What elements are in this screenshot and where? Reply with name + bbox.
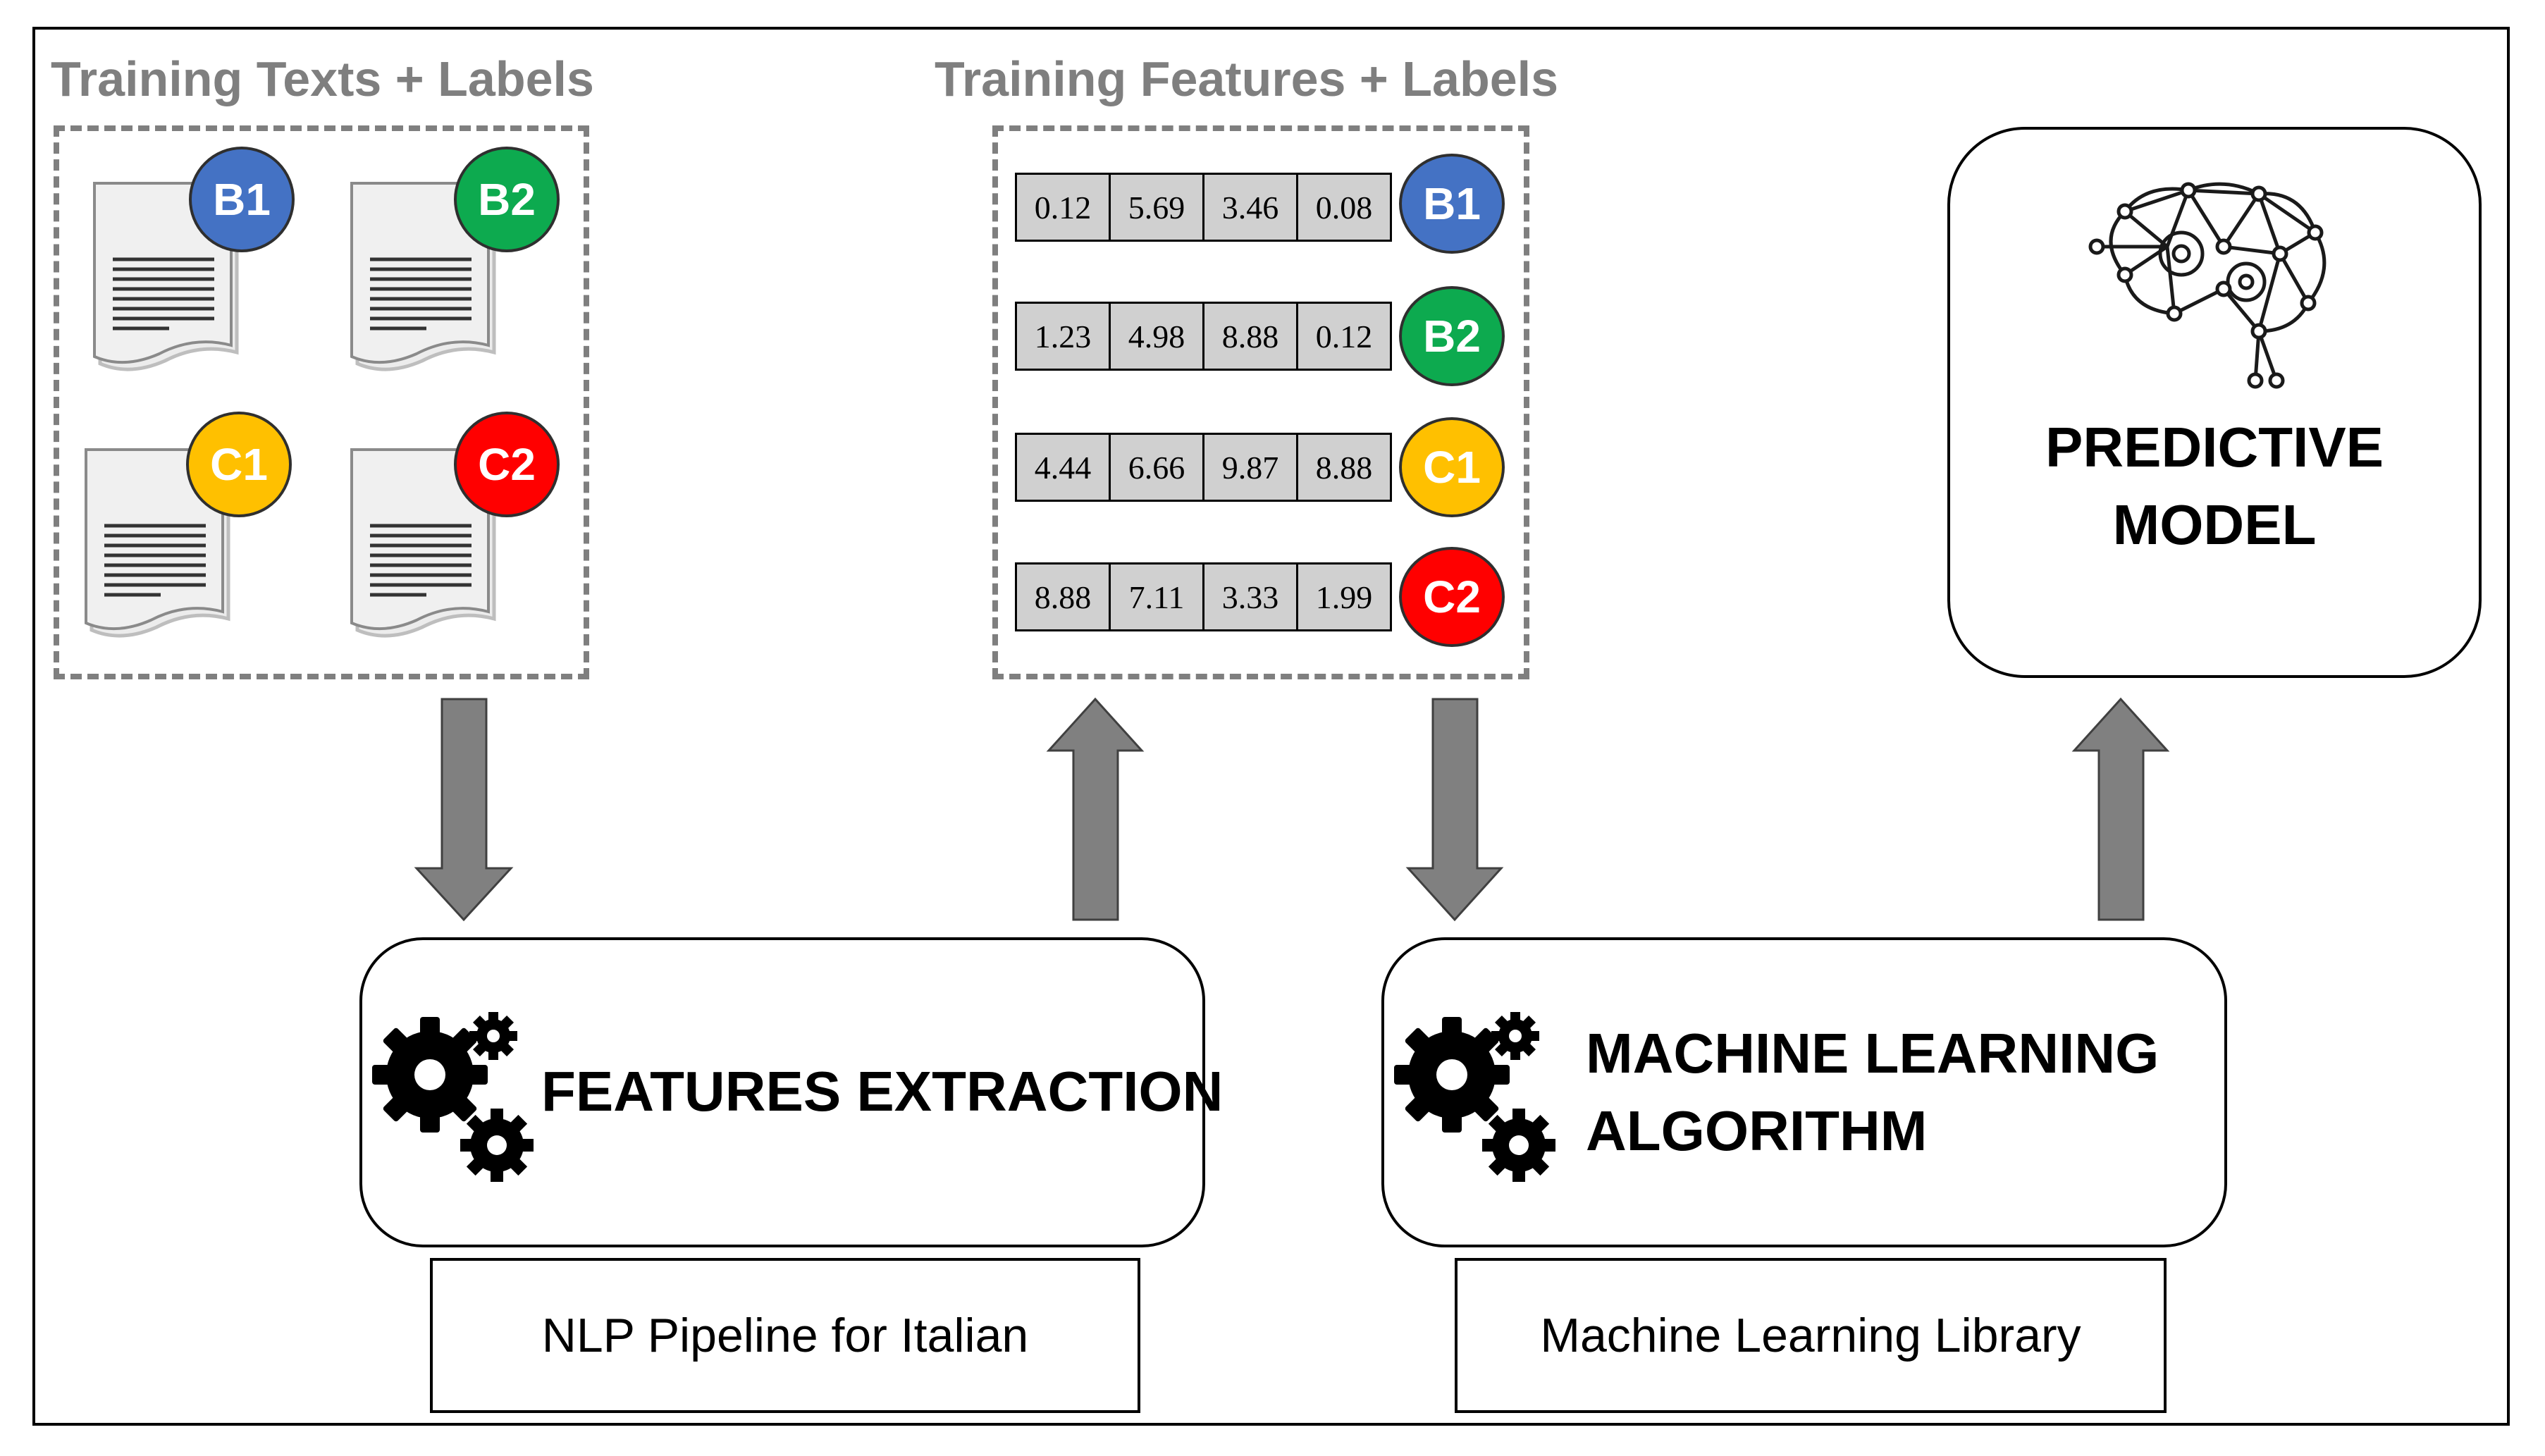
- predictive-model-line1: PREDICTIVE: [2045, 416, 2384, 479]
- feature-label-badge-c2: C2: [1399, 547, 1505, 647]
- document-icon: [85, 448, 230, 638]
- label-badge-c2: C2: [454, 412, 560, 517]
- feature-vector-b2: 1.23 4.98 8.88 0.12: [1015, 302, 1392, 371]
- ml-algorithm-line1: MACHINE LEARNING: [1586, 1022, 2159, 1085]
- arrow-features-to-algorithm: [1405, 698, 1504, 922]
- feature-value: 9.87: [1204, 435, 1298, 500]
- document-icon: [350, 448, 496, 638]
- document-c2: [349, 448, 497, 638]
- feature-label-badge-c1: C1: [1399, 417, 1505, 517]
- feature-value: 1.23: [1017, 304, 1111, 369]
- predictive-model-box: [1947, 127, 2482, 678]
- label-badge-b2: B2: [454, 147, 560, 252]
- ml-algorithm-label: MACHINE LEARNING ALGORITHM: [1586, 1015, 2159, 1170]
- document-b2: [349, 182, 497, 372]
- feature-value: 7.11: [1111, 564, 1204, 629]
- feature-value: 4.98: [1111, 304, 1204, 369]
- features-group-title: Training Features + Labels: [935, 51, 1559, 106]
- feature-value: 5.69: [1111, 175, 1204, 240]
- feature-value: 4.44: [1017, 435, 1111, 500]
- feature-value: 0.08: [1315, 189, 1373, 226]
- nlp-pipeline-library: NLP Pipeline for Italian: [430, 1258, 1140, 1413]
- feature-value: 6.66: [1111, 435, 1204, 500]
- diagram-frame: [32, 27, 2510, 1426]
- feature-value: 8.88: [1315, 449, 1373, 486]
- arrow-extraction-to-features: [1046, 697, 1145, 921]
- brain-gears-icon: [2088, 182, 2327, 389]
- label-badge-c1: C1: [186, 412, 292, 517]
- feature-value: 3.46: [1204, 175, 1298, 240]
- texts-group-box: [54, 125, 589, 679]
- feature-vector-b1: 0.12 5.69 3.46 0.08: [1015, 173, 1392, 242]
- document-c1: [83, 448, 231, 638]
- predictive-model-line2: MODEL: [2112, 493, 2317, 556]
- feature-label-badge-b1: B1: [1399, 154, 1505, 254]
- feature-value: 0.12: [1017, 175, 1111, 240]
- feature-vector-c2: 8.88 7.11 3.33 1.99: [1015, 562, 1392, 631]
- arrow-algorithm-to-model: [2071, 697, 2170, 921]
- features-extraction-box: [359, 937, 1205, 1247]
- arrow-texts-to-extraction: [414, 698, 514, 922]
- feature-value: 8.88: [1017, 564, 1111, 629]
- feature-value: 0.12: [1315, 318, 1373, 354]
- feature-value: 3.33: [1204, 564, 1298, 629]
- machine-learning-library: Machine Learning Library: [1455, 1258, 2167, 1413]
- texts-group-title: Training Texts + Labels: [51, 51, 594, 106]
- feature-value: 8.88: [1204, 304, 1298, 369]
- gears-icon: [372, 1012, 534, 1182]
- feature-value: 1.99: [1315, 579, 1373, 615]
- predictive-model-title: PREDICTIVE MODEL: [1947, 409, 2482, 564]
- gears-icon: [1394, 1012, 1555, 1182]
- ml-algorithm-line2: ALGORITHM: [1586, 1099, 1928, 1162]
- features-group-box: [992, 125, 1529, 679]
- feature-label-badge-b2: B2: [1399, 286, 1505, 386]
- ml-algorithm-box: [1381, 937, 2227, 1247]
- feature-vector-c1: 4.44 6.66 9.87 8.88: [1015, 433, 1392, 502]
- features-extraction-label: FEATURES EXTRACTION: [541, 1060, 1224, 1123]
- label-badge-b1: B1: [189, 147, 295, 252]
- document-icon: [350, 182, 496, 371]
